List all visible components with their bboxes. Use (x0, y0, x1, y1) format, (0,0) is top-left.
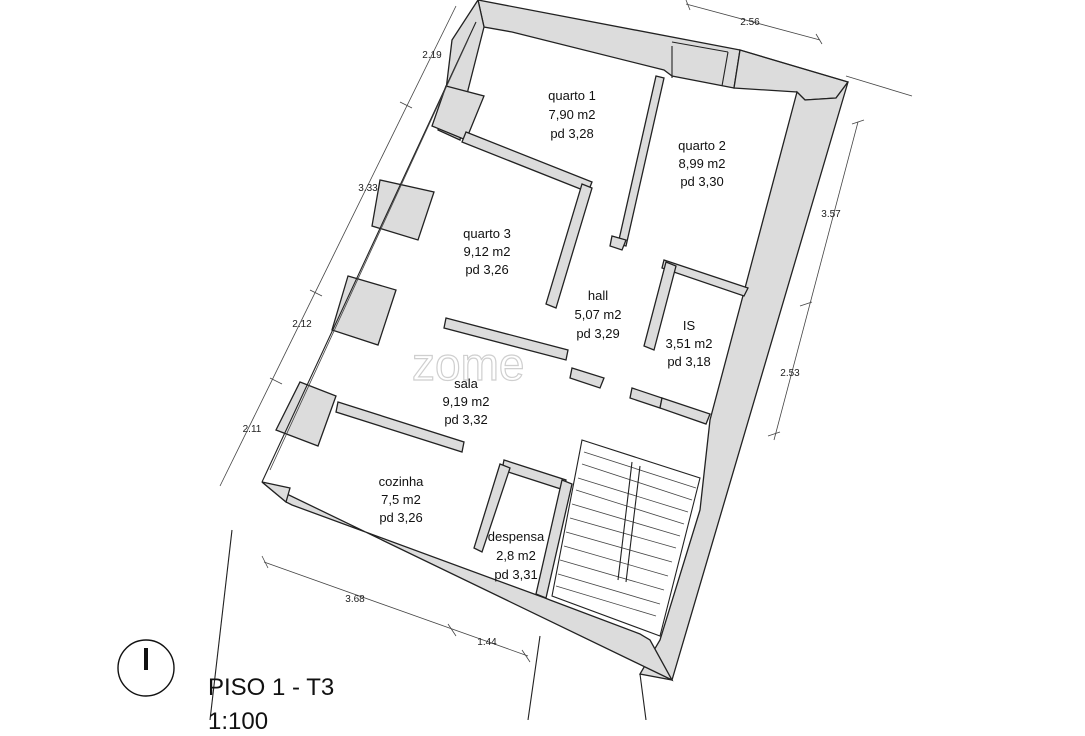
dim-bottom-left: 3.68 (345, 594, 365, 605)
room-name: quarto 2 (678, 138, 726, 153)
dim-left-upper: 3.33 (358, 183, 378, 194)
watermark: zome (412, 338, 524, 390)
room-height: pd 3,28 (550, 126, 593, 141)
dim-left-middle: 2.12 (292, 319, 312, 330)
dim-bottom-right: 1.44 (477, 637, 497, 648)
room-height: pd 3,29 (576, 326, 619, 341)
floor-plan: zome quarto 1 7,90 m2 pd 3,28 quarto 2 8… (117, 0, 913, 720)
room-height: pd 3,32 (444, 412, 487, 427)
room-area: 8,99 m2 (679, 156, 726, 171)
room-name: quarto 3 (463, 226, 511, 241)
room-quarto-1: quarto 1 7,90 m2 pd 3,28 (548, 88, 596, 141)
room-name: hall (588, 288, 608, 303)
dim-left-top: 2.19 (422, 50, 442, 61)
room-quarto-3: quarto 3 9,12 m2 pd 3,26 (463, 226, 511, 277)
room-is: IS 3,51 m2 pd 3,18 (666, 318, 713, 369)
staircase (551, 439, 701, 637)
room-name: cozinha (379, 474, 425, 489)
north-arrow-icon (117, 639, 175, 697)
room-name: despensa (488, 529, 545, 544)
room-cozinha: cozinha 7,5 m2 pd 3,26 (379, 474, 425, 525)
room-height: pd 3,26 (465, 262, 508, 277)
dim-right-upper: 3.57 (821, 209, 841, 220)
room-name: sala (454, 376, 479, 391)
dim-right-lower: 2.53 (780, 368, 800, 379)
room-area: 9,19 m2 (443, 394, 490, 409)
room-area: 5,07 m2 (575, 307, 622, 322)
room-name: IS (683, 318, 696, 333)
room-area: 7,90 m2 (549, 107, 596, 122)
outer-walls (261, 0, 850, 682)
room-despensa: despensa 2,8 m2 pd 3,31 (488, 529, 545, 582)
dimension-labels: 2.56 2.19 3.33 2.12 2.11 3.57 2.53 3.68 … (243, 17, 842, 648)
room-sala: sala 9,19 m2 pd 3,32 (443, 376, 490, 427)
facade-lines (209, 21, 849, 720)
room-quarto-2: quarto 2 8,99 m2 pd 3,30 (678, 138, 726, 189)
dimension-lines (219, 0, 913, 663)
room-height: pd 3,18 (667, 354, 710, 369)
interior-walls (335, 75, 749, 599)
room-height: pd 3,31 (494, 567, 537, 582)
room-height: pd 3,30 (680, 174, 723, 189)
dim-left-lower: 2.11 (243, 424, 262, 435)
room-area: 3,51 m2 (666, 336, 713, 351)
room-area: 9,12 m2 (464, 244, 511, 259)
plan-scale: 1:100 (208, 708, 269, 735)
room-hall: hall 5,07 m2 pd 3,29 (575, 288, 622, 341)
plan-title: PISO 1 - T3 (208, 674, 335, 701)
room-area: 7,5 m2 (381, 492, 421, 507)
room-name: quarto 1 (548, 88, 596, 103)
dim-top: 2.56 (740, 17, 760, 28)
room-height: pd 3,26 (379, 510, 422, 525)
room-area: 2,8 m2 (496, 548, 536, 563)
